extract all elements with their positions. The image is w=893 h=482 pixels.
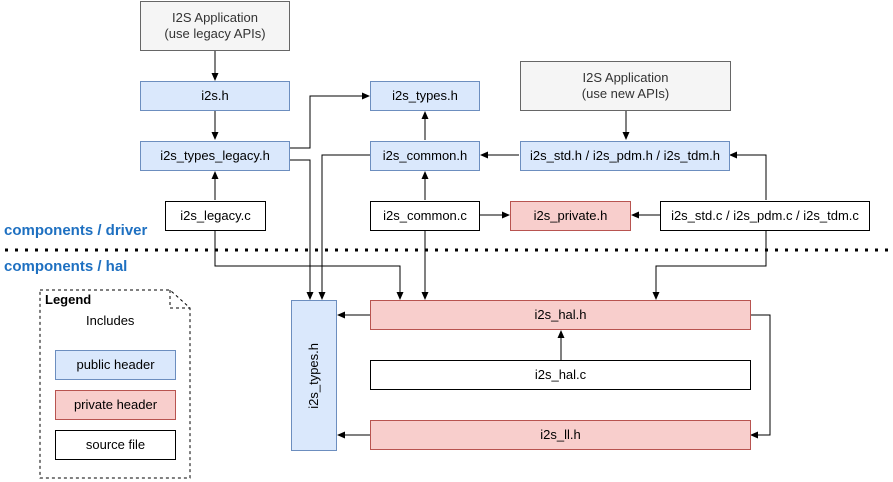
- legend-fold: [169, 290, 190, 309]
- edge-hal-h-to-ll-h: [750, 314, 771, 439]
- zone-label-hal: components / hal: [4, 258, 128, 275]
- edge-types-legacy-to-types: [290, 92, 370, 149]
- edge-legacy-c-to-hal-h: [214, 231, 404, 300]
- legend-private-header: private header: [55, 390, 176, 420]
- hal-i2s-types-h-box[interactable]: i2s_types.h: [291, 300, 337, 451]
- hal-i2s-types-h-label: i2s_types.h: [306, 342, 321, 409]
- i2s-types-legacy-h-box[interactable]: i2s_types_legacy.h: [140, 141, 290, 171]
- i2s-h-box[interactable]: i2s.h: [140, 81, 290, 111]
- edge-common-h-to-hal-types: [318, 154, 370, 300]
- legend-includes-label: Includes: [86, 313, 135, 328]
- app-new-box[interactable]: I2S Application (use new APIs): [520, 61, 731, 111]
- i2s-hal-h-box[interactable]: i2s_hal.h: [370, 300, 751, 330]
- legend-title: Legend: [45, 292, 92, 307]
- i2s-hal-c-box[interactable]: i2s_hal.c: [370, 360, 751, 390]
- app-legacy-box[interactable]: I2S Application (use legacy APIs): [140, 1, 290, 51]
- i2s-types-h-box[interactable]: i2s_types.h: [370, 81, 480, 111]
- edge-types-legacy-to-hal-types: [290, 159, 314, 300]
- i2s-private-h-box[interactable]: i2s_private.h: [510, 201, 631, 231]
- legend-source-file: source file: [55, 430, 176, 460]
- i2s-common-c-box[interactable]: i2s_common.c: [370, 201, 480, 231]
- i2s-std-pdm-tdm-h-box[interactable]: i2s_std.h / i2s_pdm.h / i2s_tdm.h: [520, 141, 730, 171]
- i2s-legacy-c-box[interactable]: i2s_legacy.c: [165, 201, 266, 231]
- i2s-std-pdm-tdm-c-box[interactable]: i2s_std.c / i2s_pdm.c / i2s_tdm.c: [660, 201, 870, 231]
- edge-std-c-to-hal-h: [652, 231, 767, 300]
- i2s-ll-h-box[interactable]: i2s_ll.h: [370, 420, 751, 450]
- edge-std-c-to-std-h: [729, 151, 767, 200]
- i2s-common-h-box[interactable]: i2s_common.h: [370, 141, 480, 171]
- zone-label-driver: components / driver: [4, 222, 148, 239]
- legend-public-header: public header: [55, 350, 176, 380]
